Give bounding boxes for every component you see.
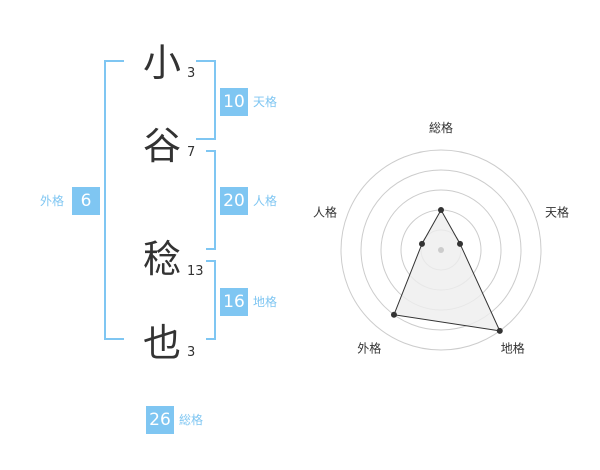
radar-grid-ring-5 (340, 149, 542, 351)
radar-center-dot (438, 247, 444, 253)
soukaku-label: 総格 (179, 413, 204, 427)
soukaku-badge: 26 (146, 406, 174, 434)
radar-axis-label-3: 地格 (501, 341, 525, 356)
radar-point-2 (457, 240, 464, 247)
name-char-1: 小 (142, 41, 181, 85)
jinkaku-badge: 20 (220, 187, 248, 215)
name-char-4: 也 (142, 321, 181, 365)
radar-point-3 (496, 327, 503, 334)
chikaku-bracket (206, 260, 216, 340)
stroke-count-4: 3 (187, 345, 196, 360)
radar-axis-label-4: 外格 (357, 341, 381, 356)
chikaku-badge: 16 (220, 288, 248, 316)
jinkaku-bracket (206, 150, 216, 250)
radar-axis-label-2: 天格 (545, 204, 569, 219)
gaikaku-label: 外格 (40, 194, 65, 208)
name-char-3: 稔 (142, 237, 181, 281)
radar-grid-ring-4 (360, 169, 522, 331)
chikaku-label: 地格 (253, 295, 278, 309)
tenkaku-badge: 10 (220, 88, 248, 116)
tenkaku-bracket (196, 60, 216, 140)
stroke-count-2: 7 (187, 145, 196, 160)
tenkaku-label: 天格 (253, 95, 278, 109)
radar-axis-label-1: 総格 (429, 120, 453, 135)
gaikaku-badge: 6 (72, 187, 100, 215)
radar-point-1 (438, 207, 444, 213)
stroke-count-3: 13 (187, 264, 204, 279)
radar-score-polygon (393, 208, 501, 332)
jinkaku-label: 人格 (253, 194, 278, 208)
radar-point-5 (418, 240, 425, 247)
radar-axis-label-5: 人格 (313, 204, 337, 219)
gaikaku-bracket (104, 60, 124, 340)
radar-point-4 (390, 311, 397, 318)
name-char-2: 谷 (142, 124, 181, 168)
stroke-count-1: 3 (187, 66, 196, 81)
